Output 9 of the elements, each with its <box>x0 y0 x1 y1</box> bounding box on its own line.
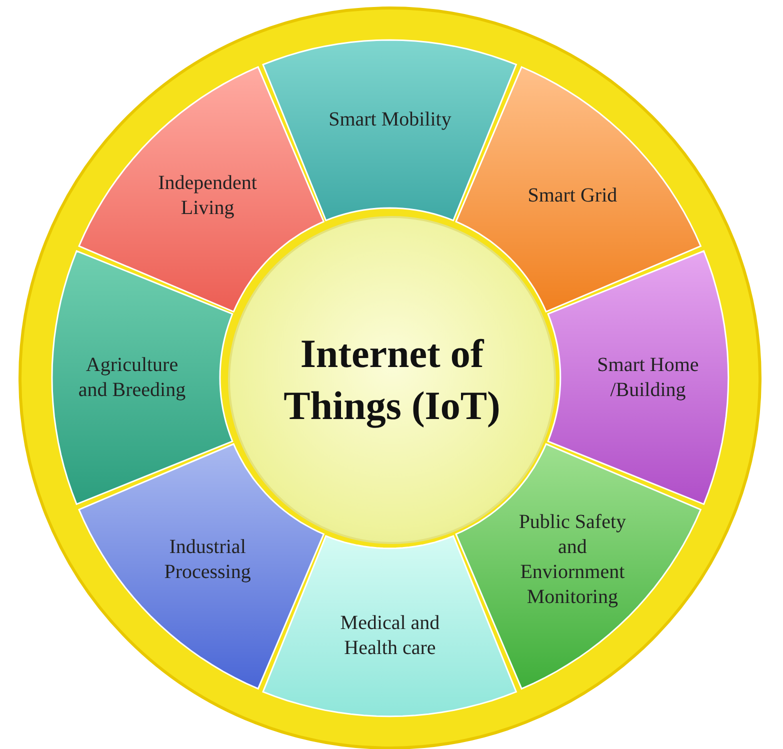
segment-label: Agriculture and Breeding <box>77 352 187 403</box>
segment-label: Medical and Health care <box>339 610 441 661</box>
segment-label: Smart Grid <box>526 183 618 208</box>
segment-label: Public Safety and Enviornment Monitoring <box>518 510 628 610</box>
segment-label: Industrial Processing <box>163 535 252 586</box>
segment-label: Smart Mobility <box>328 108 452 132</box>
segment-label: Independent Living <box>157 170 258 221</box>
segment-label: Smart Home /Building <box>596 352 700 403</box>
center-title: Internet of Things (IoT) <box>282 330 502 430</box>
